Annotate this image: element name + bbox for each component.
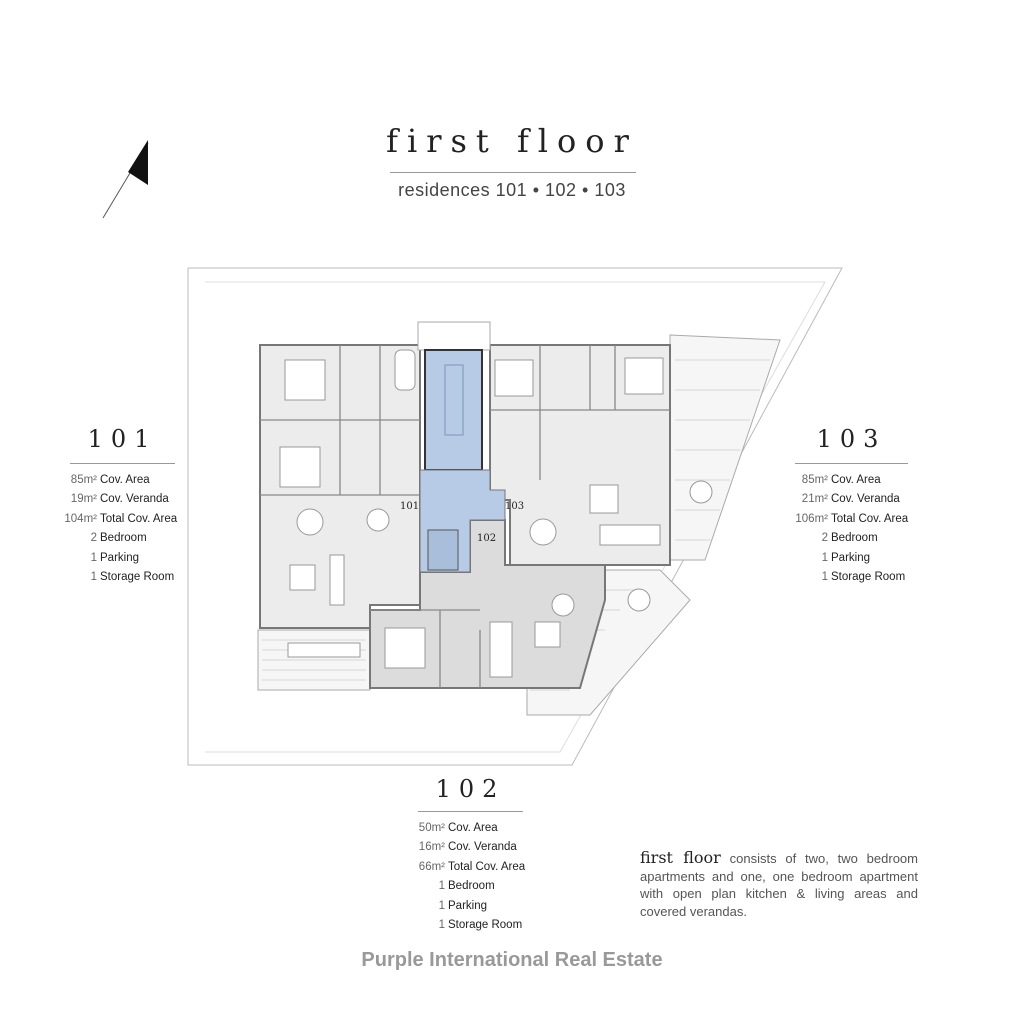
unit-103-title: 103: [816, 425, 887, 453]
spec-value: 1: [438, 919, 445, 932]
spec-label: Cov. Veranda: [448, 841, 517, 854]
spec-value: 1: [438, 880, 445, 893]
spec-label: Cov. Area: [100, 474, 150, 486]
unit-101-divider: [70, 463, 175, 464]
spec-value: 1: [821, 571, 828, 584]
spec-label: Parking: [100, 551, 139, 564]
title-divider: [390, 172, 636, 173]
spec-label: Storage Room: [100, 571, 175, 584]
page-subtitle: residences 101 • 102 • 103: [398, 180, 626, 200]
spec-label: Storage Room: [448, 919, 523, 932]
unit-101-plan: [259, 344, 421, 658]
unit-102-divider: [418, 811, 523, 812]
page-title: first floor: [386, 122, 638, 160]
unit-101-title: 101: [87, 425, 158, 453]
spec-value: 1: [438, 899, 445, 912]
spec-value: 19m²: [70, 493, 97, 506]
spec-label: Storage Room: [831, 571, 906, 584]
spec-value: 1: [821, 551, 828, 564]
footer-brand: Purple International Real Estate: [361, 949, 663, 971]
spec-value: 104m²: [64, 512, 97, 525]
spec-label: Total Cov. Area: [448, 860, 526, 873]
spec-value: 2: [90, 532, 97, 545]
spec-value: 16m²: [418, 841, 445, 854]
spec-label: Total Cov. Area: [831, 512, 909, 525]
spec-label: Cov. Area: [831, 474, 881, 486]
spec-value: 1: [90, 571, 97, 584]
description-lead: first floor: [640, 848, 721, 867]
spec-value: 106m²: [795, 512, 828, 525]
description-text: consists of two, two bedroom apartments …: [640, 851, 918, 919]
spec-value: 85m²: [801, 474, 828, 486]
spec-label: Bedroom: [831, 532, 878, 545]
spec-value: 21m²: [801, 493, 828, 506]
unit-103-plan: [489, 344, 713, 566]
spec-label: Cov. Veranda: [100, 493, 169, 506]
spec-label: Total Cov. Area: [100, 512, 178, 525]
unit-102-plan: [369, 519, 651, 689]
spec-label: Parking: [831, 551, 870, 564]
unit-103-divider: [795, 463, 908, 464]
stair-core: [417, 321, 506, 573]
spec-value: 66m²: [418, 860, 445, 873]
unit-tag-102: 102: [477, 533, 496, 544]
unit-102-title: 102: [435, 775, 506, 803]
spec-value: 85m²: [70, 474, 97, 486]
floor-description: first floor consists of two, two bedroom…: [640, 849, 918, 920]
spec-label: Bedroom: [100, 532, 147, 545]
north-arrow-icon: [102, 140, 149, 219]
spec-label: Cov. Area: [448, 822, 498, 834]
unit-tag-101: 101: [400, 501, 419, 512]
spec-value: 2: [821, 532, 828, 545]
spec-label: Bedroom: [448, 880, 495, 893]
spec-label: Cov. Veranda: [831, 493, 900, 506]
spec-value: 1: [90, 551, 97, 564]
unit-tag-103: 103: [505, 501, 524, 512]
spec-value: 50m²: [418, 822, 445, 834]
spec-label: Parking: [448, 899, 487, 912]
